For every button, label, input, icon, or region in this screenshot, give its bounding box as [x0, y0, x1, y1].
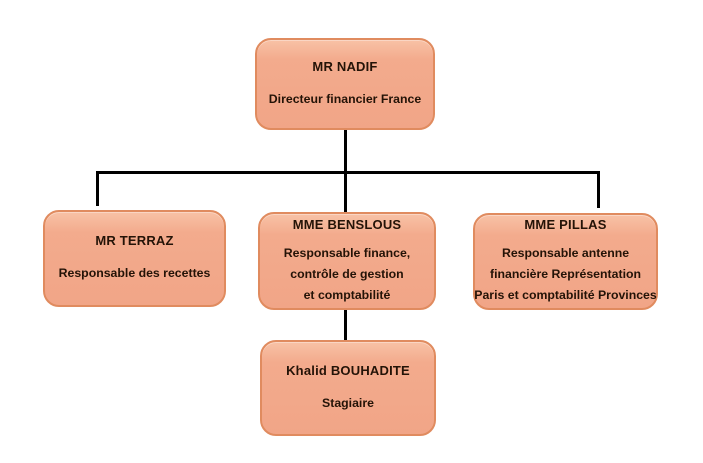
- person-role-line: Directeur financier France: [268, 91, 422, 106]
- person-role-line: Responsable finance,: [283, 245, 411, 260]
- org-node-benslous: MME BENSLOUS Responsable finance, contrô…: [258, 212, 436, 310]
- org-node-pillas: MME PILLAS Responsable antenne financièr…: [473, 213, 658, 310]
- connector-benslous-bouhadite: [344, 310, 347, 340]
- person-role-line: Paris et comptabilité Provinces: [474, 288, 657, 302]
- person-name: MME BENSLOUS: [292, 216, 402, 232]
- connector-horizontal-rail: [97, 171, 600, 174]
- person-name: MR NADIF: [312, 58, 378, 74]
- person-role: Responsable des recettes: [59, 263, 211, 284]
- person-role: Stagiaire: [322, 393, 374, 414]
- person-name: MR TERRAZ: [95, 233, 174, 248]
- person-role-line: financière Représentation: [489, 267, 642, 281]
- person-role: Directeur financier France: [269, 89, 421, 110]
- person-role-line: contrôle de gestion: [290, 266, 404, 281]
- person-name: Khalid BOUHADITE: [286, 362, 410, 378]
- connector-drop-terraz: [96, 171, 99, 206]
- person-role-line: Responsable des recettes: [58, 266, 211, 280]
- org-node-terraz: MR TERRAZ Responsable des recettes: [43, 210, 226, 307]
- person-name: MME PILLAS: [524, 217, 607, 232]
- org-node-nadif: MR NADIF Directeur financier France: [255, 38, 435, 130]
- person-role: Responsable antenne financière Représent…: [474, 243, 656, 306]
- person-role-line: et comptabilité: [303, 287, 391, 302]
- person-role-line: Stagiaire: [322, 395, 374, 410]
- person-role-line: Responsable antenne: [501, 246, 630, 260]
- connector-drop-pillas: [597, 171, 600, 208]
- org-node-bouhadite: Khalid BOUHADITE Stagiaire: [260, 340, 436, 436]
- person-role: Responsable finance, contrôle de gestion…: [284, 243, 410, 306]
